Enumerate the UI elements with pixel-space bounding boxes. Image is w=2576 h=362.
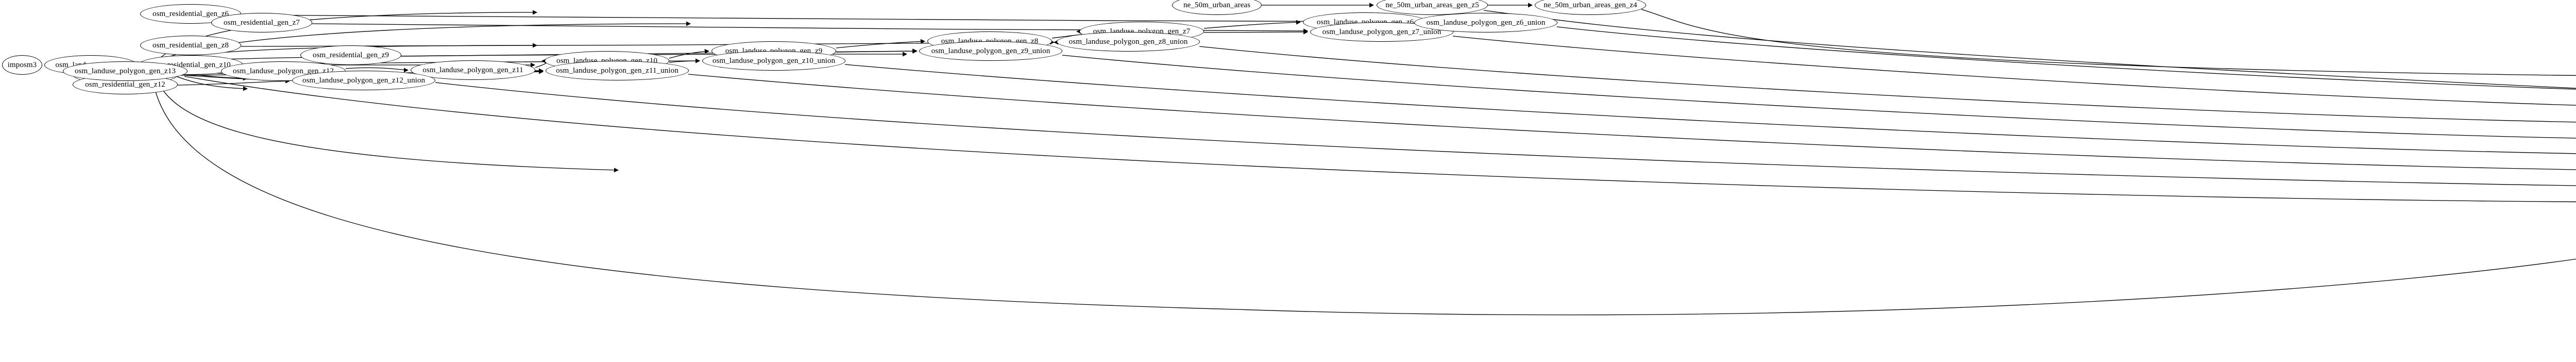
node-osm-landuse-polygon-gen-z12-union[interactable]: osm_landuse_polygon_gen_z12_union <box>292 71 435 90</box>
node-osm-landuse-polygon-gen-z10-union[interactable]: osm_landuse_polygon_gen_z10_union <box>702 51 845 71</box>
node-osm-landuse-polygon-gen-z8-union[interactable]: osm_landuse_polygon_gen_z8_union <box>1057 32 1200 52</box>
node-osm-residential-gen-z7[interactable]: osm_residential_gen_z7 <box>211 13 312 32</box>
node-label: ne_50m_urban_areas_gen_z4 <box>1544 1 1637 9</box>
node-osm-landuse-polygon-gen-z13[interactable]: osm_landuse_polygon_gen_z13 <box>63 61 188 81</box>
node-osm-landuse-polygon-gen-z11-union[interactable]: osm_landuse_polygon_gen_z11_union <box>546 61 689 80</box>
node-osm-landuse-polygon-gen-z11[interactable]: osm_landuse_polygon_gen_z11 <box>411 60 535 80</box>
node-ne-50m-urban-areas-gen-z5[interactable]: ne_50m_urban_areas_gen_z5 <box>1377 0 1488 15</box>
node-osm-residential-gen-z9[interactable]: osm_residential_gen_z9 <box>300 45 401 65</box>
node-label: imposm3 <box>7 60 37 69</box>
node-label: osm_landuse_polygon_gen_z8_union <box>1069 37 1188 46</box>
node-ne-50m-urban-areas[interactable]: ne_50m_urban_areas <box>1172 0 1262 15</box>
node-label: osm_landuse_polygon_gen_z11_union <box>556 66 679 75</box>
node-label: osm_landuse_polygon_gen_z6_union <box>1426 18 1546 27</box>
node-label: osm_residential_gen_z7 <box>224 18 300 27</box>
node-label: ne_50m_urban_areas_gen_z5 <box>1385 1 1479 9</box>
edge-paths <box>78 3 2576 316</box>
node-label: osm_residential_gen_z12 <box>85 80 165 89</box>
node-label: osm_landuse_polygon_gen_z10_union <box>712 56 836 65</box>
node-label: osm_landuse_polygon_gen_z11 <box>422 65 523 74</box>
node-label: osm_landuse_polygon_gen_z7_union <box>1322 27 1442 36</box>
node-label: osm_residential_gen_z8 <box>152 41 229 50</box>
node-label: osm_residential_gen_z6 <box>152 9 229 18</box>
node-ne-50m-urban-areas-gen-z4[interactable]: ne_50m_urban_areas_gen_z4 <box>1535 0 1646 15</box>
node-label: osm_residential_gen_z9 <box>313 51 389 59</box>
node-label: osm_landuse_polygon_gen_z9_union <box>931 46 1050 55</box>
node-osm-landuse-polygon-gen-z6-union[interactable]: osm_landuse_polygon_gen_z6_union <box>1414 13 1557 32</box>
node-label: osm_landuse_polygon_gen_z12 <box>232 67 334 75</box>
node-osm-landuse-polygon-gen-z9-union[interactable]: osm_landuse_polygon_gen_z9_union <box>919 41 1062 61</box>
node-label: osm_landuse_polygon_gen_z12_union <box>302 76 426 85</box>
node-osm-residential-gen-z8[interactable]: osm_residential_gen_z8 <box>140 36 241 55</box>
node-label: osm_landuse_polygon_gen_z13 <box>74 67 176 75</box>
node-label: ne_50m_urban_areas <box>1183 1 1251 9</box>
node-imposm3[interactable]: imposm3 <box>2 55 42 75</box>
